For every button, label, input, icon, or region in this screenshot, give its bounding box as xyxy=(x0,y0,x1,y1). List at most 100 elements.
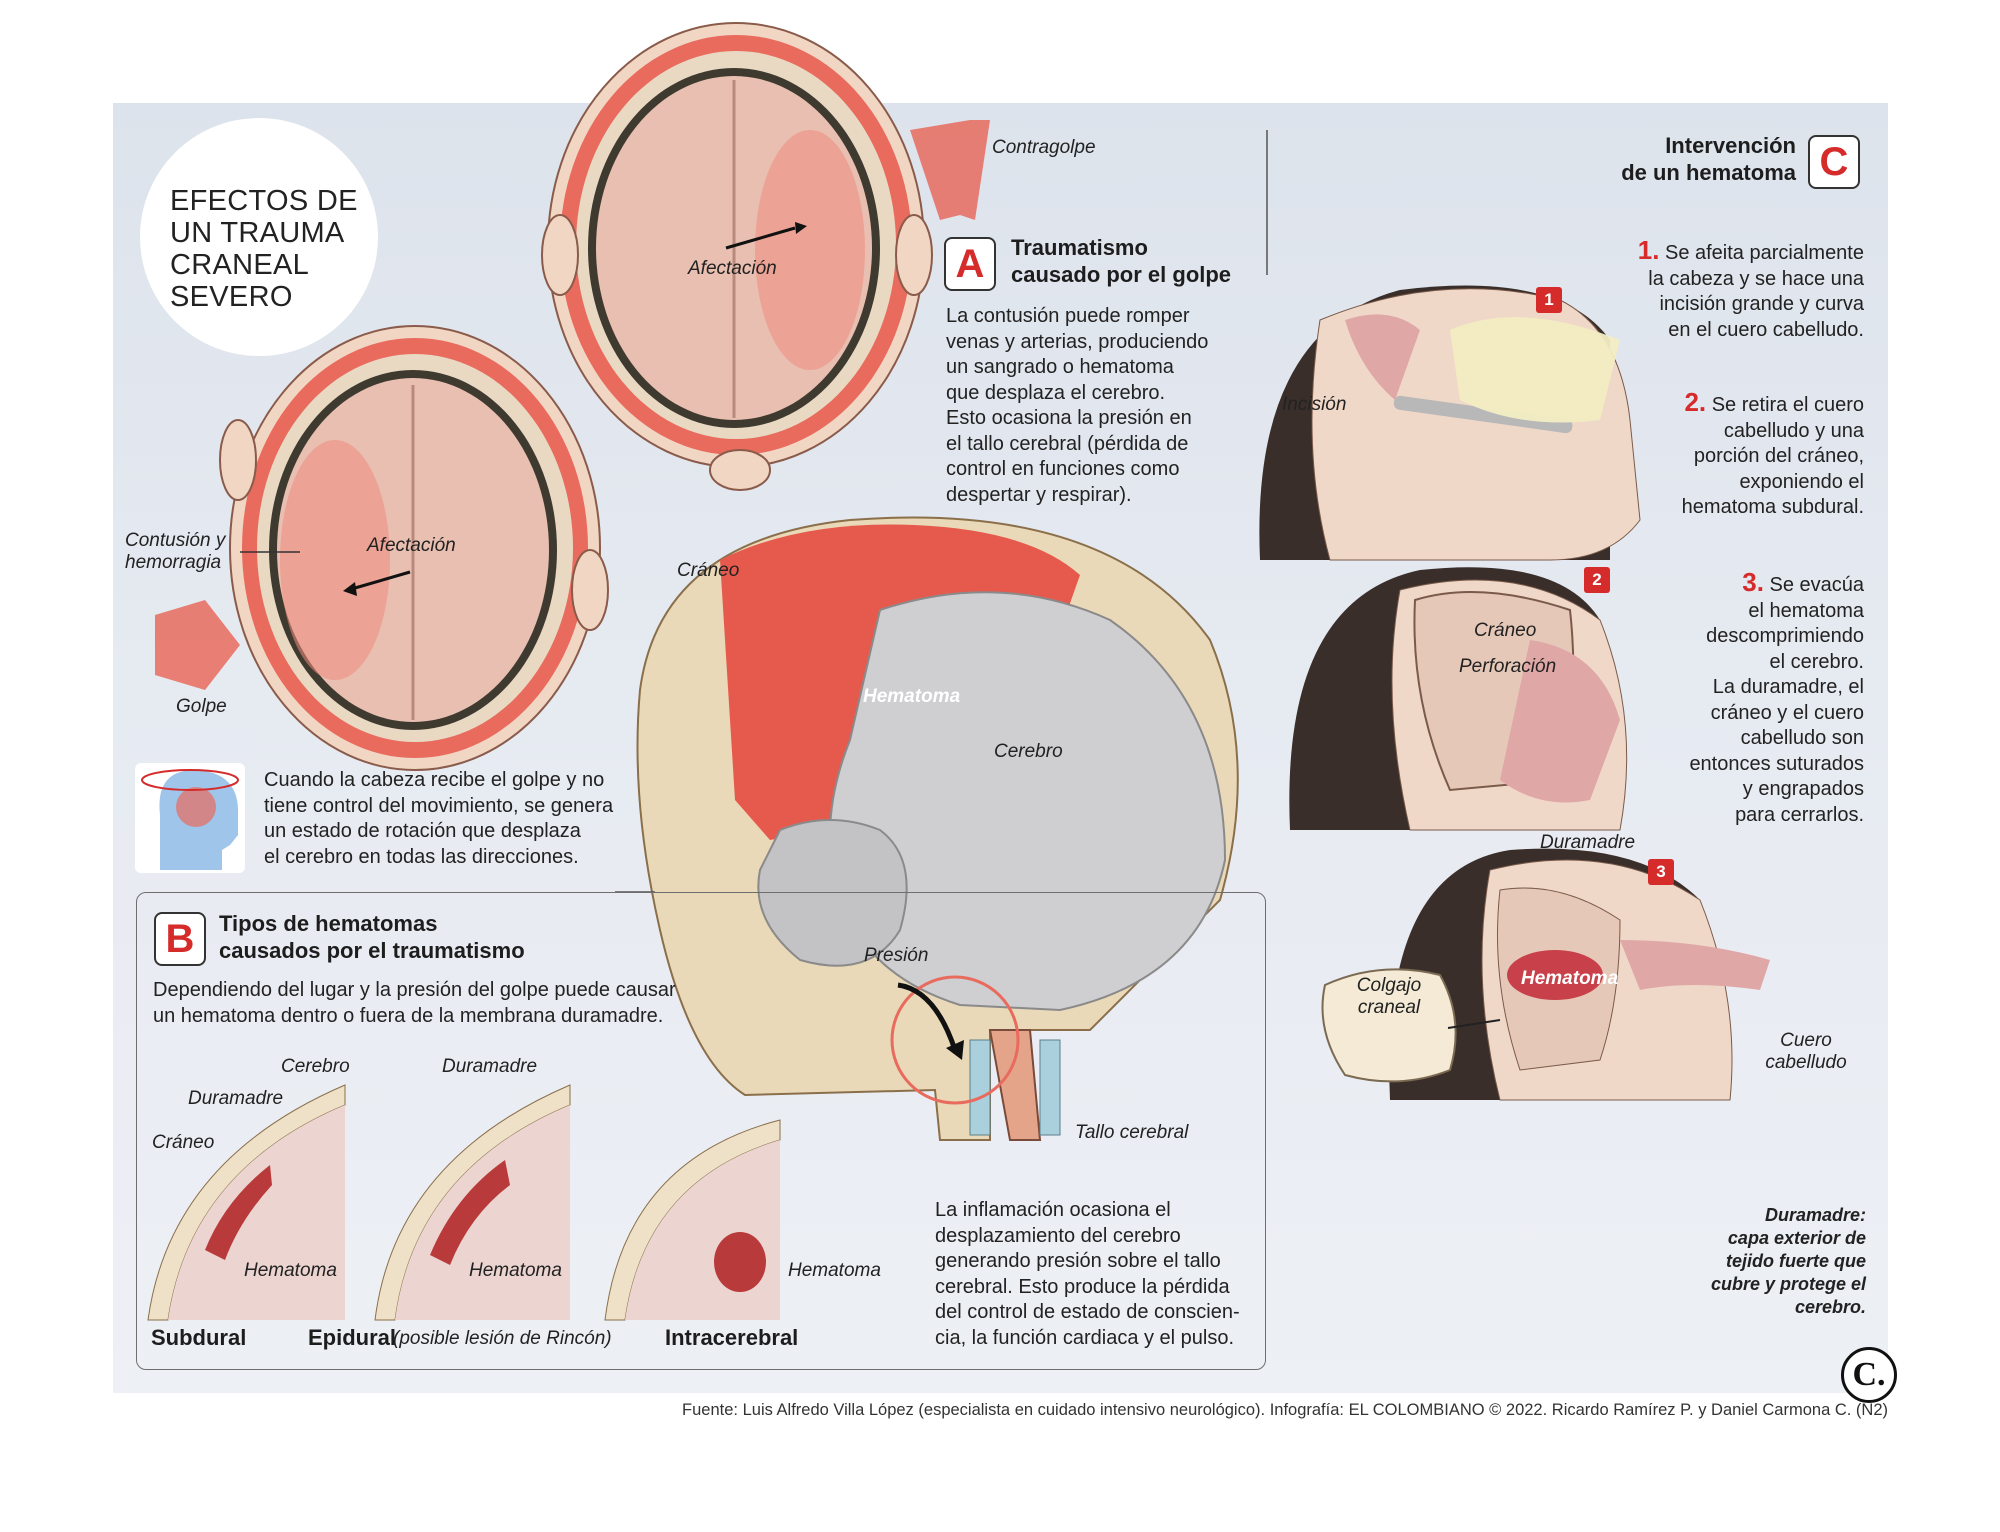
section-b-intro-line: un hematoma dentro o fuera de la membran… xyxy=(153,1004,664,1027)
skull-top-view xyxy=(541,22,933,491)
surgery-craneo-label: Cráneo xyxy=(1474,620,1537,641)
section-b-intro: Dependiendo del lugar y la presión del g… xyxy=(153,978,676,1029)
colgajo-label: Colgajo craneal xyxy=(1349,975,1429,1019)
title-line: CRANEAL xyxy=(170,249,310,281)
step-line: cráneo y el cuero xyxy=(1710,701,1864,724)
inflammation-line: cia, la función cardiaca y el pulso. xyxy=(935,1326,1235,1349)
skull-cross-section xyxy=(636,516,1239,1141)
section-a-heading-line: Traumatismo xyxy=(1011,235,1148,260)
subdural-caption: Subdural xyxy=(151,1325,247,1350)
step-line: entonces suturados xyxy=(1689,752,1864,775)
step-line: el cerebro. xyxy=(1769,650,1865,673)
inflammation-line: del control de estado de conscien- xyxy=(935,1301,1240,1323)
surgery-head-2 xyxy=(1289,567,1628,831)
section-b-heading: Tipos de hematomas causados por el traum… xyxy=(219,910,525,964)
surgery-hematoma-label: Hematoma xyxy=(1521,968,1619,989)
step-line: cabelludo y una xyxy=(1723,419,1864,442)
step-2-number: 2. xyxy=(1684,387,1707,417)
section-a-body-line: La contusión puede romper xyxy=(946,305,1190,327)
rotation-note: Cuando la cabeza recibe el golpe y no ti… xyxy=(264,768,613,870)
title-line: EFECTOS DE xyxy=(170,185,358,217)
section-a-body-line: venas y arterias, produciendo xyxy=(946,330,1209,353)
epidural-hematoma-label: Hematoma xyxy=(469,1260,562,1281)
skull-left-view xyxy=(219,325,609,771)
definition-line: cubre y protege el xyxy=(1710,1274,1866,1294)
inflammation-line: La inflamación ocasiona el xyxy=(935,1199,1171,1221)
figure-step-2-badge: 2 xyxy=(1584,567,1610,593)
section-a-body-line: un sangrado o hematoma xyxy=(946,356,1174,378)
surgery-head-1 xyxy=(1259,285,1641,561)
section-b-badge: B xyxy=(154,912,206,966)
section-a-badge: A xyxy=(944,237,996,291)
epidural-note: (posible lesión de Rincón) xyxy=(393,1328,612,1349)
contusion-label: Contusión y hemorragia xyxy=(125,530,226,574)
title-line: SEVERO xyxy=(170,281,293,313)
duramadre-definition: Duramadre: capa exterior de tejido fuert… xyxy=(1700,1204,1866,1319)
step-line: y engrapados xyxy=(1742,778,1864,800)
inflammation-line: generando presión sobre el tallo xyxy=(935,1250,1221,1272)
section-b-heading-line: causados por el traumatismo xyxy=(219,938,525,963)
inflammation-line: cerebral. Esto produce la pérdida xyxy=(935,1275,1230,1298)
step-line: cabelludo son xyxy=(1740,727,1864,749)
cuero-cabelludo-label: Cuero cabelludo xyxy=(1759,1030,1853,1074)
definition-line: Duramadre: xyxy=(1764,1205,1866,1225)
section-a-body-line: que desplaza el cerebro. xyxy=(946,381,1166,404)
section-b-box xyxy=(136,892,1266,1370)
figure-step-1-badge: 1 xyxy=(1536,287,1562,313)
rotation-note-line: Cuando la cabeza recibe el golpe y no xyxy=(264,769,605,791)
epidural-duramadre-label: Duramadre xyxy=(442,1056,538,1077)
craneo-label: Cráneo xyxy=(677,560,740,581)
section-b-heading-line: Tipos de hematomas xyxy=(219,911,438,936)
section-a-body-line: Esto ocasiona la presión en xyxy=(946,407,1192,429)
tallo-cerebral-label: Tallo cerebral xyxy=(1075,1122,1189,1143)
definition-line: capa exterior de xyxy=(1727,1228,1866,1248)
step-3-text: 3. Se evacúa el hematoma descomprimiendo… xyxy=(1580,567,1865,828)
definition-line: tejido fuerte que xyxy=(1725,1251,1866,1271)
perforacion-label: Perforación xyxy=(1459,656,1557,677)
epidural-diagram xyxy=(374,1084,571,1321)
inflammation-line: desplazamiento del cerebro xyxy=(935,1224,1181,1247)
golpe-label: Golpe xyxy=(176,696,227,717)
intracerebral-hematoma-label: Hematoma xyxy=(788,1260,881,1281)
step-2-text: 2. Se retira el cuero cabelludo y una po… xyxy=(1580,387,1864,521)
step-line: para cerrarlos. xyxy=(1735,803,1864,826)
section-a-body-line: despertar y respirar). xyxy=(946,483,1132,506)
afectacion-top-label: Afectación xyxy=(688,258,777,279)
step-line: la cabeza y se hace una xyxy=(1648,267,1864,290)
section-c-heading-line: de un hematoma xyxy=(1621,160,1796,185)
cuero-line: Cuero xyxy=(1780,1030,1832,1051)
section-a-heading-line: causado por el golpe xyxy=(1011,262,1232,287)
subdural-duramadre-label: Duramadre xyxy=(188,1088,284,1109)
step-1-text: 1. Se afeita parcialmente la cabeza y se… xyxy=(1580,237,1864,343)
el-colombiano-logo: C. xyxy=(1841,1347,1897,1403)
source-credit: Fuente: Luis Alfredo Villa López (especi… xyxy=(682,1401,1888,1419)
definition-line: cerebro. xyxy=(1794,1297,1866,1317)
inflammation-note: La inflamación ocasiona el desplazamient… xyxy=(935,1198,1240,1351)
section-a-body-line: control en funciones como xyxy=(946,458,1180,480)
surgery-head-3 xyxy=(1389,848,1770,1101)
step-line: el hematoma xyxy=(1748,599,1864,622)
step-line: exponiendo el xyxy=(1739,470,1864,493)
title-line: UN TRAUMA xyxy=(170,217,345,249)
step-line: incisión grande y curva xyxy=(1659,293,1864,315)
section-a-heading: Traumatismo causado por el golpe xyxy=(1011,234,1231,288)
incision-label: Incisión xyxy=(1282,394,1347,415)
subdural-craneo-label: Cráneo xyxy=(152,1132,215,1153)
page-title: EFECTOS DE UN TRAUMA CRANEAL SEVERO xyxy=(170,185,358,313)
step-line: descomprimiendo xyxy=(1706,625,1864,647)
subdural-hematoma-label: Hematoma xyxy=(244,1260,337,1281)
afectacion-left-label: Afectación xyxy=(367,535,456,556)
contusion-line: hemorragia xyxy=(125,552,222,573)
subdural-diagram xyxy=(147,1084,346,1321)
step-line: La duramadre, el xyxy=(1712,676,1864,698)
section-a-body-line: el tallo cerebral (pérdida de xyxy=(946,432,1189,455)
golpe-arrow xyxy=(155,600,240,690)
section-c-heading: Intervención de un hematoma xyxy=(1620,132,1796,186)
step-3-number: 3. xyxy=(1742,567,1764,597)
figure-step-3-badge: 3 xyxy=(1648,859,1674,885)
rotation-note-line: tiene control del movimiento, se genera xyxy=(264,794,614,817)
cerebro-label: Cerebro xyxy=(994,741,1063,762)
step-line: porción del cráneo, xyxy=(1693,445,1864,467)
contusion-line: Contusión y xyxy=(125,530,226,551)
